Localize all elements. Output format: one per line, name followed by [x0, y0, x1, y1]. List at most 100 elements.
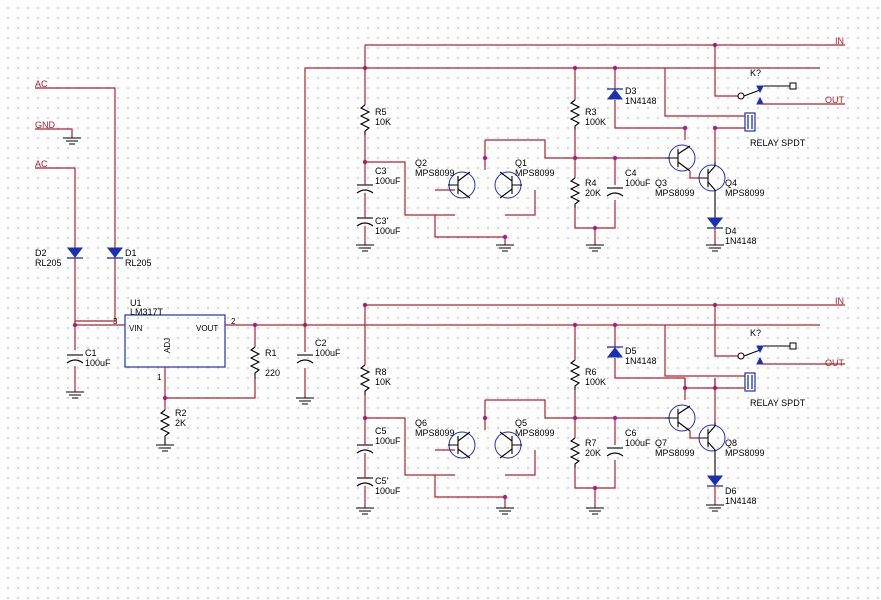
- net-label-ac2: AC: [35, 159, 48, 169]
- u1-vin-label: VIN: [129, 324, 143, 333]
- u1-pin1: 1: [157, 373, 162, 382]
- relay-coil-top: [744, 112, 756, 132]
- r1-value: 220: [265, 368, 280, 378]
- d5-ref: D5: [625, 346, 637, 356]
- q7-value: MPS8099: [655, 448, 695, 458]
- net-label-ac1: AC: [35, 79, 48, 89]
- transistor-q2: [448, 171, 476, 199]
- relay-top-label: RELAY SPDT: [750, 138, 806, 148]
- net-label-gnd: GND: [35, 120, 56, 130]
- capacitor-c3: [356, 184, 374, 194]
- capacitor-c4: [606, 187, 624, 197]
- capacitor-c5-prime: [356, 477, 374, 487]
- r2-ref: R2: [175, 408, 187, 418]
- diode-d2: [66, 247, 84, 259]
- q2-ref: Q2: [415, 158, 427, 168]
- c5-ref: C5: [375, 426, 387, 436]
- transistor-q1: [494, 171, 522, 199]
- relay-switch-bottom: [743, 342, 797, 365]
- capacitor-c6: [606, 447, 624, 457]
- relay-switch-top: [743, 82, 797, 105]
- power-supply-section: AC GND AC D2 RL205 D1 RL205 C1 100uF: [35, 67, 820, 452]
- resistor-r3: [569, 99, 581, 130]
- r7-ref: R7: [585, 438, 597, 448]
- capacitor-c5: [356, 444, 374, 454]
- d4-ref: D4: [725, 226, 737, 236]
- resistor-r1: [249, 346, 261, 379]
- relay-coil-bottom: [744, 372, 756, 392]
- c6-value: 100uF: [625, 438, 651, 448]
- c1-ref: C1: [85, 348, 97, 358]
- c4-ref: C4: [625, 168, 637, 178]
- net-label-in-top: IN: [835, 36, 844, 46]
- k-top-ref: K?: [750, 68, 761, 78]
- r8-value: 10K: [375, 377, 391, 387]
- diode-d3: [606, 88, 624, 100]
- u1-ref: U1: [130, 298, 142, 308]
- ground-symbol: [156, 444, 174, 452]
- ground-symbol: [496, 507, 514, 515]
- c3p-value: 100uF: [375, 226, 401, 236]
- capacitor-c2: [296, 354, 314, 364]
- ground-symbol: [586, 507, 604, 515]
- q6-ref: Q6: [415, 418, 427, 428]
- resistor-r8: [359, 364, 371, 395]
- diode-d5: [606, 346, 624, 358]
- ground-symbol: [66, 391, 84, 399]
- q1-ref: Q1: [515, 158, 527, 168]
- c6-ref: C6: [625, 428, 637, 438]
- c3-ref: C3: [375, 166, 387, 176]
- r8-ref: R8: [375, 367, 387, 377]
- c5-value: 100uF: [375, 436, 401, 446]
- r7-value: 20K: [585, 448, 601, 458]
- r5-value: 10K: [375, 117, 391, 127]
- u1-pin3: 3: [113, 317, 118, 326]
- transistor-q6: [448, 431, 476, 459]
- transistor-q7: [665, 404, 696, 432]
- resistor-r7: [569, 437, 581, 468]
- c2-value: 100uF: [315, 348, 341, 358]
- d6-value: 1N4148: [725, 496, 757, 506]
- q8-ref: Q8: [725, 438, 737, 448]
- q7-ref: Q7: [655, 438, 667, 448]
- c3p-ref: C3': [375, 216, 389, 226]
- ground-symbol: [356, 244, 374, 252]
- resistor-r2: [159, 409, 171, 445]
- ground-symbol: [356, 507, 374, 515]
- channel-bottom: IN K? OUT R8 10K C5 100uF C5': [356, 296, 845, 515]
- q6-value: MPS8099: [415, 428, 455, 438]
- d5-value: 1N4148: [625, 356, 657, 366]
- c3-value: 100uF: [375, 176, 401, 186]
- net-label-in-bot: IN: [835, 296, 844, 306]
- diode-d6: [706, 475, 724, 487]
- net-label-out-top: OUT: [825, 95, 845, 105]
- c4-value: 100uF: [625, 178, 651, 188]
- q5-ref: Q5: [515, 418, 527, 428]
- capacitor-c1: [66, 354, 84, 364]
- d2-ref: D2: [35, 248, 47, 258]
- diode-d1: [106, 247, 124, 259]
- c2-ref: C2: [315, 338, 327, 348]
- c5p-ref: C5': [375, 476, 389, 486]
- c1-value: 100uF: [85, 358, 111, 368]
- regulator-u1: [124, 314, 226, 368]
- u1-vout-label: VOUT: [196, 324, 218, 333]
- d1-ref: D1: [125, 248, 137, 258]
- k-bot-ref: K?: [750, 328, 761, 338]
- ground-symbol: [706, 244, 724, 252]
- r4-value: 20K: [585, 188, 601, 198]
- ground-symbol: [586, 244, 604, 252]
- q2-value: MPS8099: [415, 168, 455, 178]
- q4-value: MPS8099: [725, 188, 765, 198]
- q1-value: MPS8099: [515, 168, 555, 178]
- ground-symbol: [496, 244, 514, 252]
- ground-symbol: [296, 397, 314, 405]
- q4-ref: Q4: [725, 178, 737, 188]
- d6-ref: D6: [725, 486, 737, 496]
- q5-value: MPS8099: [515, 428, 555, 438]
- r1-ref: R1: [265, 348, 277, 358]
- u1-value: LM317T: [130, 307, 164, 317]
- channel-top: IN K? OUT R5 10K C3 100uF: [356, 36, 845, 252]
